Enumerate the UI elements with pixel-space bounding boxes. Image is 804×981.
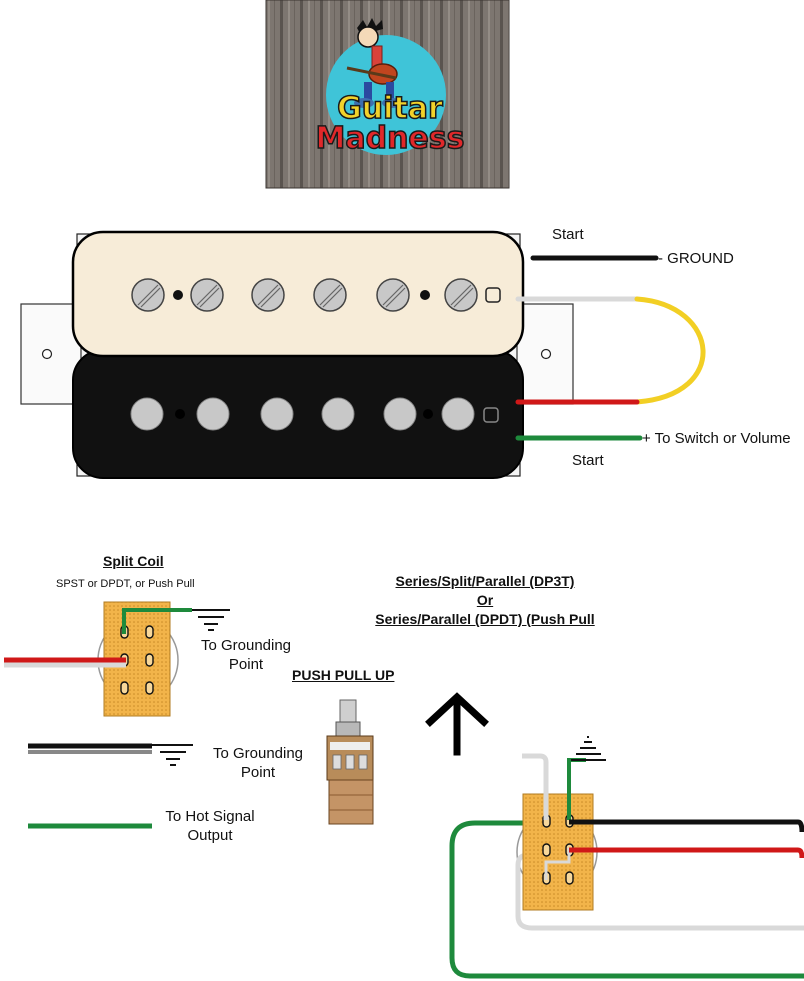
hot-signal-output-label: To Hot Signal Output [165,808,255,844]
guitarist-icon [346,18,402,108]
logo: Guitar Madness [265,0,510,189]
lead-grommet-top [485,287,501,303]
split-coil-switch [4,601,230,717]
start-label-top: Start [552,226,584,243]
logo-word-2: Madness [316,121,465,156]
grounding-point-label-1: To Grounding Point [200,637,292,673]
magnet-dot [420,290,430,300]
split-coil-subtitle: SPST or DPDT, or Push Pull [56,578,195,590]
magnet-dot [423,409,433,419]
series-parallel-title-1: Series/Split/Parallel (DP3T) [395,573,575,589]
screw-hole-left-icon [41,348,53,360]
push-pull-pot [326,699,374,825]
magnet-dot [175,409,185,419]
magnet-dot [173,290,183,300]
start-label-bottom: Start [572,452,604,469]
split-coil-title: Split Coil [103,553,164,569]
ground-label: - GROUND [658,250,734,267]
yellow-wire [634,296,706,405]
screw-bobbin [71,230,525,358]
series-parallel-title-or: Or [476,592,494,608]
legend-wires [28,743,193,829]
logo-word-1: Guitar [337,91,443,126]
screw-poles [131,278,478,312]
slug-poles [130,397,475,431]
screw-hole-right-icon [540,348,552,360]
humbucker-pickup [20,230,574,479]
push-pull-up-label: PUSH PULL UP [292,667,395,683]
pickup-wires [515,255,706,441]
series-parallel-title-2: Series/Parallel (DPDT) (Push Pull [375,611,595,627]
ground-symbol-icon [152,744,193,766]
series-parallel-switch [449,736,804,979]
arrow-up-icon [425,692,489,756]
grounding-point-label-2: To Grounding Point [212,745,304,781]
hot-output-label: + To Switch or Volume [642,430,791,447]
ground-symbol-icon [192,609,230,631]
lead-grommet-bottom [483,407,499,423]
ground-symbol-icon [571,736,606,761]
